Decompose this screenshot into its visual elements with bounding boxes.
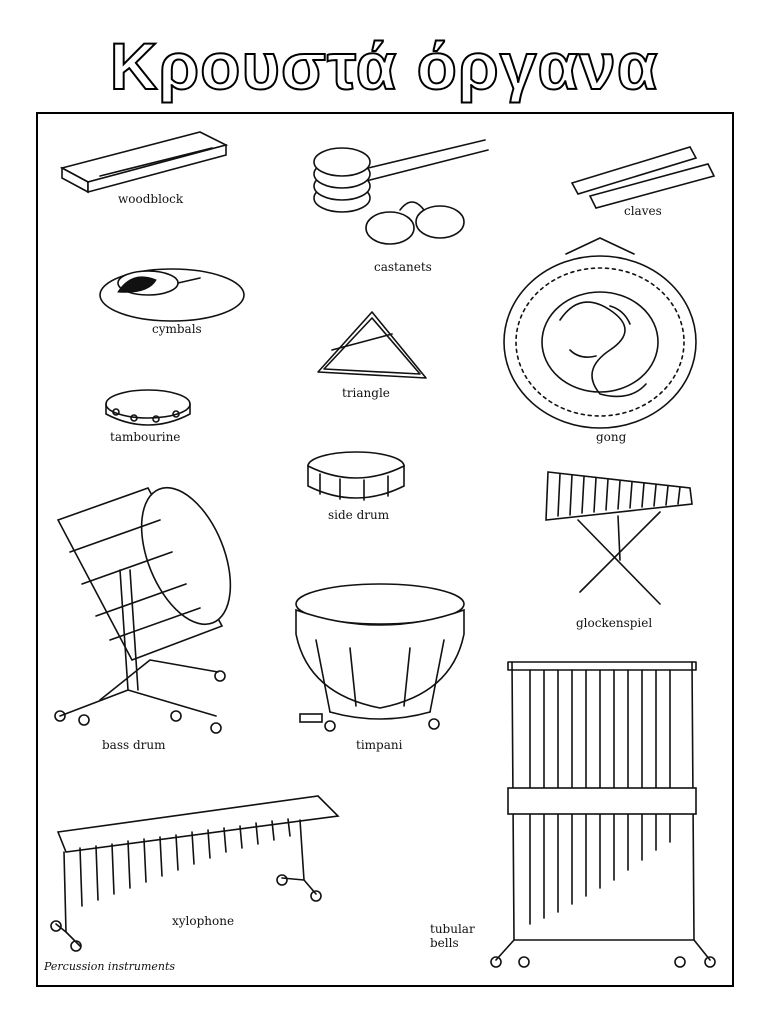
label-gong: gong [596, 430, 627, 444]
caption: Percussion instruments [44, 960, 176, 973]
cymbals-drawing [99, 268, 245, 322]
woodblock-drawing [59, 131, 229, 194]
label-triangle: triangle [342, 386, 390, 400]
illustration-frame [36, 112, 734, 987]
label-tubular: tubular [430, 922, 475, 936]
label-claves: claves [624, 204, 662, 218]
glockenspiel-drawing [545, 471, 693, 605]
label-xylophone: xylophone [172, 914, 235, 928]
label-glockenspiel: glockenspiel [576, 616, 653, 630]
label-cymbals: cymbals [152, 322, 202, 336]
xylophone-drawing [50, 795, 340, 952]
label-side-drum: side drum [328, 508, 390, 522]
triangle-drawing [317, 311, 427, 379]
timpani-drawing [295, 583, 465, 732]
gong-drawing [503, 237, 697, 429]
label-woodblock: woodblock [118, 192, 184, 206]
claves-drawing [570, 146, 716, 209]
label-timpani: timpani [356, 738, 403, 752]
tambourine-drawing [105, 389, 191, 426]
castanets-drawing [313, 139, 489, 245]
label-castanets: castanets [374, 260, 432, 274]
label-bells: bells [430, 936, 459, 950]
side-drum-drawing [307, 451, 405, 501]
tubular-bells-drawing [490, 661, 716, 968]
label-tambourine: tambourine [110, 430, 181, 444]
page-title: Κρουστά όργανα [109, 29, 659, 103]
bass-drum-drawing [54, 486, 232, 734]
label-bass-drum: bass drum [102, 738, 166, 752]
